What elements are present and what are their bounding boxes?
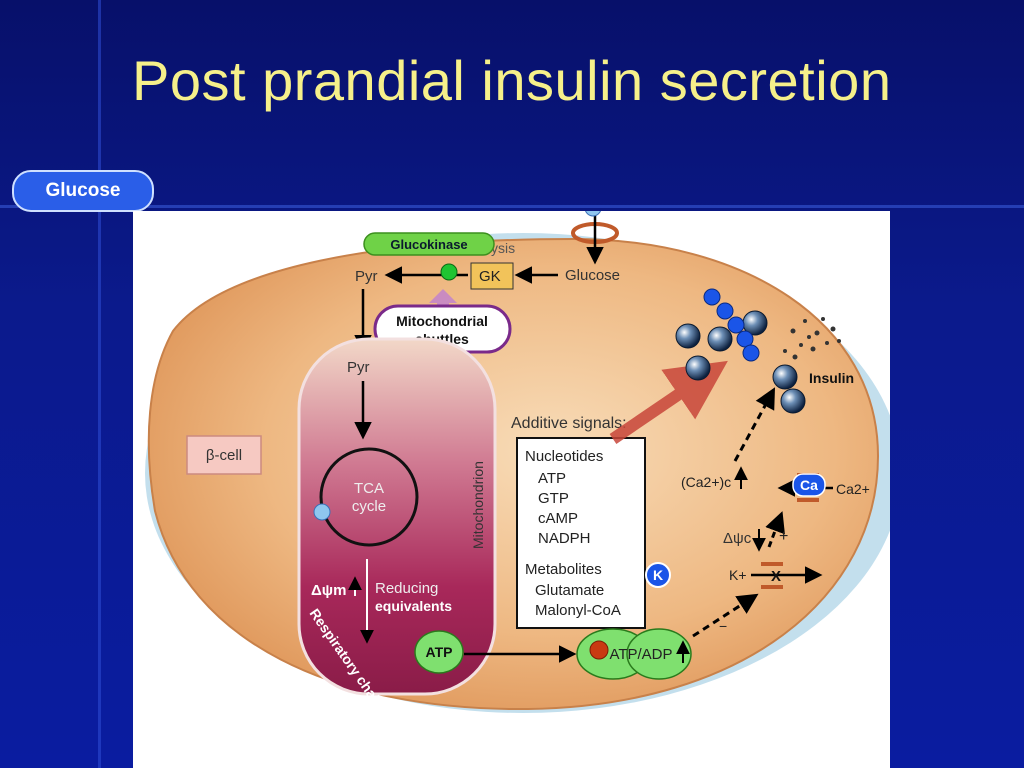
beta-cell-label: β-cell — [206, 447, 242, 464]
delta-psi-m-label: Δψm — [311, 582, 346, 599]
atp-adp-node-right — [626, 628, 692, 680]
insulin-dot — [825, 341, 829, 345]
glucose-molecule-marker — [585, 211, 601, 217]
insulin-dot — [807, 335, 811, 339]
glycolysis-label-fragment: ysis — [491, 240, 515, 256]
mitochondrion-label: Mitochondrion — [470, 461, 486, 549]
glucose-uptake-overlay-dots — [703, 288, 760, 362]
potassium-overlay-label: K — [653, 567, 663, 583]
glucokinase-pill — [363, 232, 495, 256]
nucleotide-item: GTP — [538, 490, 569, 507]
tca-line1: TCA — [354, 480, 384, 497]
tca-line2: cycle — [352, 498, 386, 515]
delta-psi-c-label: Δψc — [723, 530, 752, 547]
insulin-label: Insulin — [809, 370, 854, 386]
insulin-granules — [675, 310, 806, 414]
secretion-amplification-arrow — [609, 360, 728, 444]
glucose-overlay-label: Glucose — [12, 170, 154, 212]
insulin-dot — [792, 354, 798, 360]
k-channel-block-x: X — [771, 568, 781, 585]
glucose-intracellular-label: Glucose — [565, 267, 620, 284]
overlay-dot — [703, 288, 721, 306]
insulin-dot — [814, 330, 820, 336]
nucleotide-item: NADPH — [538, 530, 591, 547]
insulin-dot — [803, 319, 807, 323]
reducing-line2: equivalents — [375, 598, 452, 614]
calcium-to-exocytosis-arrow — [733, 387, 776, 462]
atp-adp-marker — [589, 640, 609, 660]
atp-adp-label: ATP/ADP — [609, 646, 672, 663]
gk-box — [470, 262, 514, 290]
metabolites-title: Metabolites — [525, 561, 602, 578]
beta-cell-diagram: ysis Glucose GK Pyr Glucokinase Mitochon… — [145, 211, 890, 713]
ca-channel-activation-sign: + — [779, 528, 788, 545]
metabolite-item: Malonyl-CoA — [535, 602, 621, 619]
gk-label: GK — [479, 268, 501, 285]
k-channel-bottom — [761, 585, 783, 589]
ratio-to-k-channel-arrow — [692, 593, 759, 638]
insulin-granule — [685, 355, 711, 381]
slide-title: Post prandial insulin secretion — [132, 49, 892, 112]
insulin-dot — [783, 349, 787, 353]
additive-signals-box — [516, 437, 646, 629]
overlay-dot — [727, 316, 745, 334]
pyr-top-label: Pyr — [355, 268, 378, 285]
overlay-dot — [742, 344, 760, 362]
tca-entry-marker — [313, 503, 331, 521]
diagram-panel: ysis Glucose GK Pyr Glucokinase Mitochon… — [133, 211, 890, 768]
nucleotide-item: cAMP — [538, 510, 578, 527]
mitochondrion — [297, 337, 497, 696]
k-channel-top — [761, 562, 783, 566]
insulin-dot — [790, 328, 796, 334]
nucleotides-title: Nucleotides — [525, 448, 603, 465]
insulin-granule — [707, 326, 733, 352]
atp-node — [414, 630, 464, 674]
calcium-overlay-marker — [792, 473, 826, 497]
reducing-line1: Reducing — [375, 580, 438, 597]
insulin-granule — [675, 323, 701, 349]
metabolite-item: Glutamate — [535, 582, 604, 599]
beta-cell-label-box — [186, 435, 262, 475]
tca-cycle-ring — [319, 447, 419, 547]
slide-horizontal-rule — [0, 205, 1024, 208]
mitochondrial-shuttles-line1: Mitochondrial — [396, 313, 488, 329]
glucokinase-active-marker — [440, 263, 458, 281]
insulin-dot — [799, 343, 803, 347]
insulin-dot — [837, 339, 841, 343]
slide-vertical-rule — [98, 0, 101, 768]
glucokinase-label: Glucokinase — [390, 237, 467, 252]
atp-node-label: ATP — [426, 644, 453, 660]
insulin-exocytosis-dots — [783, 317, 841, 360]
insulin-dot — [821, 317, 825, 321]
insulin-granule — [772, 364, 798, 390]
insulin-granule — [780, 388, 806, 414]
k-channel-inhibition-sign: − — [719, 618, 727, 634]
pyr-mid-label: Pyr — [347, 359, 370, 376]
calcium-overlay-label: Ca — [800, 477, 818, 493]
depolarization-to-ca-arrow — [765, 511, 785, 548]
ca-channel-bottom — [797, 498, 819, 502]
insulin-dot — [810, 346, 816, 352]
ca-extracellular-label: Ca2+ — [836, 481, 870, 497]
insulin-dot — [830, 326, 836, 332]
cytosolic-calcium-label: (Ca2+)c — [681, 474, 731, 490]
nucleotide-item: ATP — [538, 470, 566, 487]
potassium-overlay-marker — [645, 562, 671, 588]
k-plus-label: K+ — [729, 567, 747, 583]
additive-signals-title: Additive signals: — [511, 415, 627, 432]
overlay-dot — [716, 302, 734, 320]
